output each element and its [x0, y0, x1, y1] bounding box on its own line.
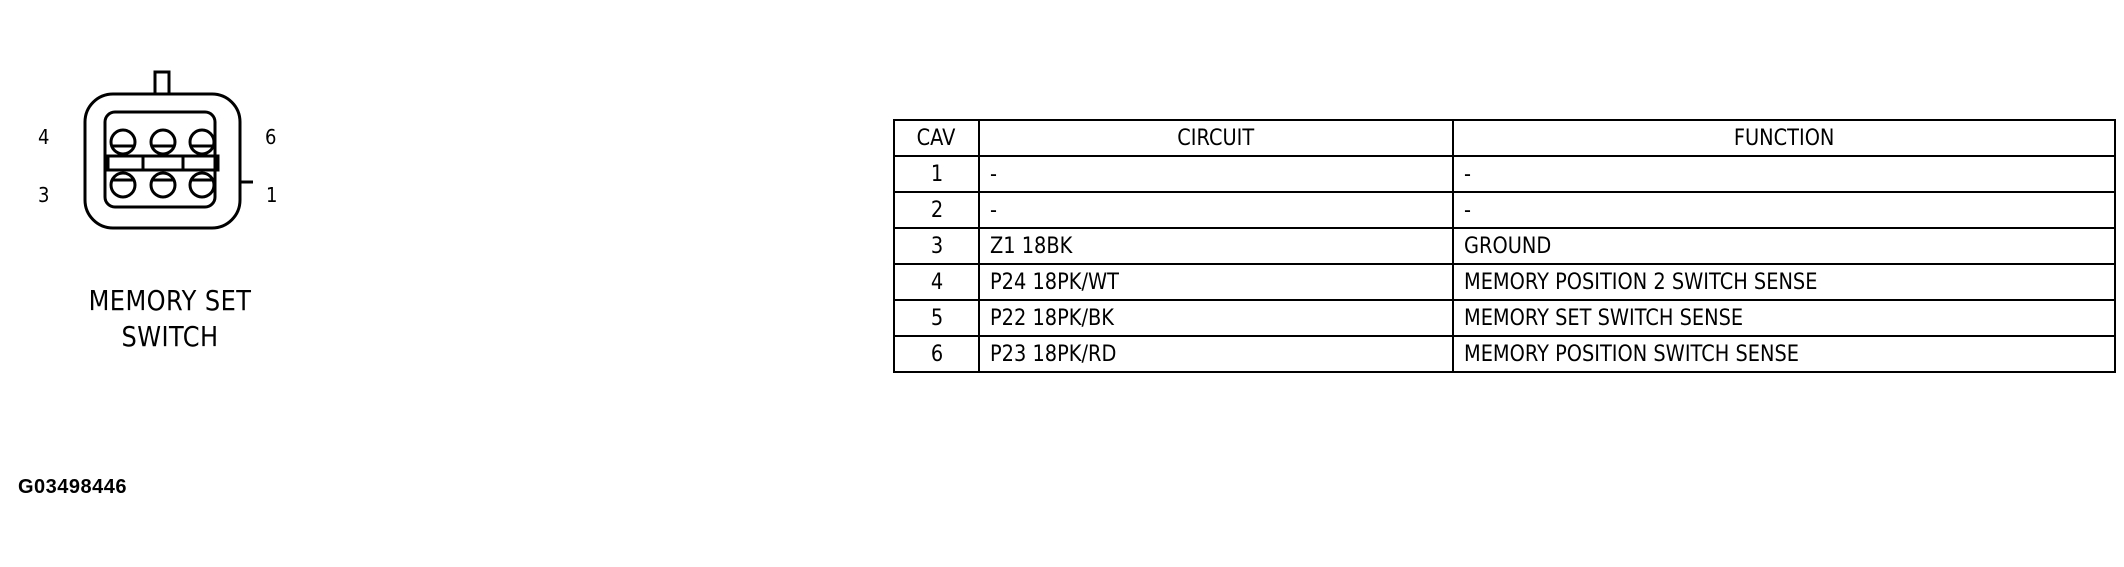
cell-cav: 3	[893, 227, 980, 265]
header-circuit: CIRCUIT	[978, 119, 1454, 157]
table-row: 6 P23 18PK/RD MEMORY POSITION SWITCH SEN…	[893, 335, 2116, 373]
table-row: 4 P24 18PK/WT MEMORY POSITION 2 SWITCH S…	[893, 263, 2116, 301]
connector-diagram	[83, 70, 253, 230]
cell-cav: 1	[893, 155, 980, 193]
cell-circuit: P22 18PK/BK	[978, 299, 1454, 337]
connector-title-line2: SWITCH	[121, 320, 219, 353]
cell-circuit: -	[978, 191, 1454, 229]
cell-function: -	[1452, 155, 2116, 193]
table-row: 1 - -	[893, 155, 2116, 193]
table-row: 5 P22 18PK/BK MEMORY SET SWITCH SENSE	[893, 299, 2116, 337]
connector-title: MEMORY SET SWITCH	[58, 283, 282, 355]
header-cav: CAV	[893, 119, 980, 157]
connector-title-line1: MEMORY SET	[88, 284, 252, 317]
cell-function: MEMORY POSITION 2 SWITCH SENSE	[1452, 263, 2116, 301]
pinout-table: CAV CIRCUIT FUNCTION 1 - - 2 - - 3 Z1 18…	[893, 119, 2116, 373]
cell-function: MEMORY SET SWITCH SENSE	[1452, 299, 2116, 337]
cell-cav: 2	[893, 191, 980, 229]
terminal-row-bottom	[109, 171, 216, 199]
table-row: 2 - -	[893, 191, 2116, 229]
header-function: FUNCTION	[1452, 119, 2116, 157]
connector-housing	[83, 92, 242, 230]
pin-label-1: 1	[266, 183, 278, 207]
cell-function: MEMORY POSITION SWITCH SENSE	[1452, 335, 2116, 373]
cell-circuit: Z1 18BK	[978, 227, 1454, 265]
cell-circuit: -	[978, 155, 1454, 193]
cell-function: GROUND	[1452, 227, 2116, 265]
table-row: 3 Z1 18BK GROUND	[893, 227, 2116, 265]
cell-cav: 4	[893, 263, 980, 301]
terminal-row-top	[109, 128, 216, 156]
pin-label-6: 6	[265, 125, 277, 149]
cell-circuit: P24 18PK/WT	[978, 263, 1454, 301]
pin-label-3: 3	[38, 183, 50, 207]
connector-cavity-block	[103, 110, 217, 209]
table-header-row: CAV CIRCUIT FUNCTION	[893, 119, 2116, 157]
cell-cav: 6	[893, 335, 980, 373]
cell-cav: 5	[893, 299, 980, 337]
figure-id: G03498446	[18, 476, 128, 498]
cell-circuit: P23 18PK/RD	[978, 335, 1454, 373]
pin-label-4: 4	[38, 125, 50, 149]
cell-function: -	[1452, 191, 2116, 229]
connector-latch	[153, 70, 171, 96]
